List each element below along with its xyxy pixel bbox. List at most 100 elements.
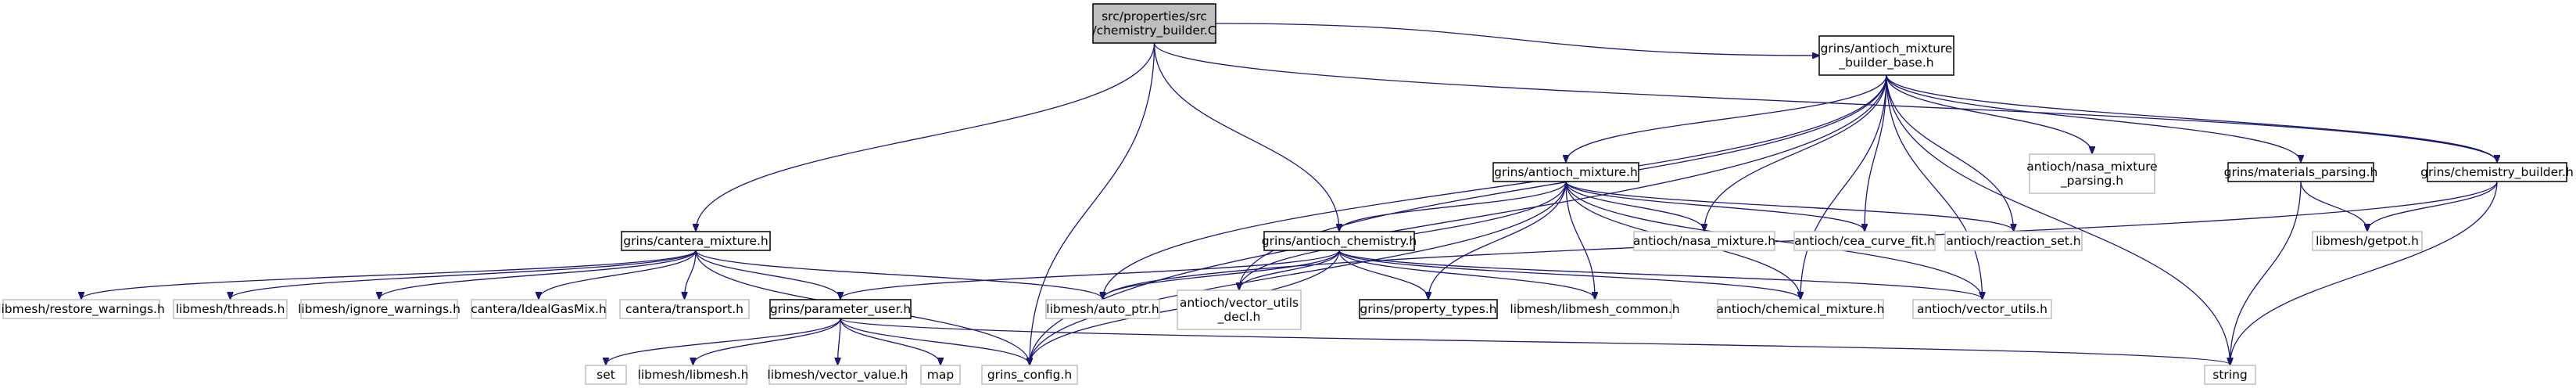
node-label: string [2212, 368, 2248, 382]
node-label: _decl.h [1217, 310, 1261, 325]
node-box [1818, 35, 1954, 76]
node-lmcommon: libmesh/libmesh_common.h [1510, 299, 1680, 319]
node-box [471, 299, 607, 319]
node-matparse[interactable]: grins/materials_parsing.h [2224, 162, 2378, 182]
edge-matparse-to-getpot [2300, 181, 2367, 231]
edge-ac-to-param [840, 250, 1340, 299]
node-nasa_mix: antioch/nasa_mixture.h [1633, 231, 1775, 251]
node-box [920, 365, 961, 385]
node-label: antioch/vector_utils.h [1917, 302, 2048, 317]
node-root[interactable]: src/properties/src/chemistry_builder.C [1092, 3, 1216, 44]
edge-amb-to-string [1886, 74, 2230, 365]
node-ac[interactable]: grins/antioch_chemistry.h [1262, 231, 1417, 251]
edge-am-to-nasa_mix [1565, 181, 1704, 231]
node-box [1177, 290, 1302, 330]
node-box [769, 299, 912, 319]
edge-root-to-config [1030, 42, 1155, 365]
node-cea: antioch/cea_curve_fit.h [1793, 231, 1936, 251]
node-label: _parsing.h [2060, 174, 2123, 189]
node-label: _builder_base.h [1838, 56, 1933, 70]
node-box [2204, 365, 2256, 385]
node-box [2227, 162, 2374, 182]
edge-cantera-to-transport [685, 250, 697, 299]
edge-amb-to-nasa_parsing [1886, 74, 2092, 153]
edge-param-to-vecval [838, 318, 841, 365]
node-box [619, 299, 750, 319]
edge-amb-to-autoptr [1103, 74, 1887, 299]
edge-ac-to-vudecl [1239, 250, 1340, 290]
node-label: antioch/nasa_mixture [2026, 160, 2157, 174]
node-box [1263, 231, 1415, 251]
node-label: grins/chemistry_builder.h [2420, 165, 2574, 180]
node-proptypes[interactable]: grins/property_types.h [1359, 299, 1498, 319]
node-param[interactable]: grins/parameter_user.h [769, 299, 912, 319]
node-label: set [597, 368, 615, 382]
node-label: antioch/chemical_mixture.h [1717, 302, 1885, 317]
edge-amb-to-vudecl [1239, 74, 1887, 290]
node-label: libmesh/threads.h [176, 302, 285, 316]
node-vu: antioch/vector_utils.h [1912, 299, 2052, 319]
node-box [1793, 231, 1936, 251]
node-box [2, 299, 160, 319]
node-box [621, 231, 771, 251]
node-chemmix: antioch/chemical_mixture.h [1717, 299, 1885, 319]
edge-am-to-cea [1565, 181, 1865, 231]
edge-amb-to-reaction [1886, 74, 2014, 231]
node-box [639, 365, 747, 385]
node-config: grins_config.h [981, 365, 1078, 385]
node-box [1092, 3, 1216, 44]
node-label: libmesh/libmesh.h [638, 368, 749, 382]
edge-amb-to-chembuilder [1886, 74, 2497, 162]
edge-ac-to-proptypes [1338, 250, 1428, 299]
node-idealgas: cantera/IdealGasMix.h [471, 299, 607, 319]
node-restore: libmesh/restore_warnings.h [0, 299, 165, 319]
edge-cantera-to-threads [231, 250, 697, 299]
node-label: antioch/reaction_set.h [1946, 234, 2080, 249]
node-label: src/properties/src [1102, 9, 1207, 23]
node-label: libmesh/ignore_warnings.h [298, 302, 460, 317]
node-label: grins/materials_parsing.h [2224, 165, 2378, 180]
node-label: grins_config.h [987, 368, 1072, 383]
edge-amb-to-vu [1886, 74, 1983, 299]
node-cantera[interactable]: grins/cantera_mixture.h [621, 231, 771, 251]
node-box [1944, 231, 2083, 251]
edge-am-to-ac [1339, 181, 1567, 231]
node-box [585, 365, 627, 385]
node-reaction: antioch/reaction_set.h [1944, 231, 2083, 251]
node-vecval: libmesh/vector_value.h [767, 365, 908, 385]
node-amb[interactable]: grins/antioch_mixture_builder_base.h [1818, 35, 1954, 76]
edge-amb-to-am [1566, 74, 1887, 162]
edge-param-to-map [840, 318, 940, 365]
node-box [1492, 162, 1639, 182]
node-chembuilder[interactable]: grins/chemistry_builder.h [2420, 162, 2574, 182]
node-label: grins/antioch_chemistry.h [1262, 234, 1417, 249]
edge-cantera-to-restore [81, 250, 697, 299]
edge-am-to-lmcommon [1565, 181, 1595, 299]
edge-am-to-config [1030, 181, 1567, 365]
edge-chembuilder-to-string [2230, 181, 2498, 365]
edge-amb-to-cea [1865, 74, 1887, 231]
edge-cantera-to-idealgas [539, 250, 697, 299]
node-autoptr: libmesh/auto_ptr.h [1045, 299, 1160, 319]
node-box [1045, 299, 1160, 319]
node-am[interactable]: grins/antioch_mixture.h [1492, 162, 1639, 182]
node-threads: libmesh/threads.h [173, 299, 288, 319]
nodes-layer: src/properties/src/chemistry_builder.Cgr… [0, 3, 2574, 385]
edge-param-to-config [840, 318, 1030, 365]
edge-amb-to-nasa_mix [1704, 74, 1887, 231]
node-string: string [2204, 365, 2256, 385]
node-ignore: libmesh/ignore_warnings.h [298, 299, 460, 319]
edge-amb-to-matparse [1886, 74, 2301, 162]
edge-param-to-string [840, 318, 2230, 365]
node-box [1912, 299, 2052, 319]
edge-matparse-to-string [2230, 181, 2302, 365]
node-transport: cantera/transport.h [619, 299, 750, 319]
node-vudecl: antioch/vector_utils_decl.h [1177, 290, 1302, 330]
edge-amb-to-chemmix [1800, 74, 1887, 299]
node-label: libmesh/restore_warnings.h [0, 302, 165, 317]
node-label: grins/parameter_user.h [770, 302, 911, 317]
edge-root-to-chembuilder [1153, 42, 2498, 162]
node-map: map [920, 365, 961, 385]
node-box [769, 365, 907, 385]
